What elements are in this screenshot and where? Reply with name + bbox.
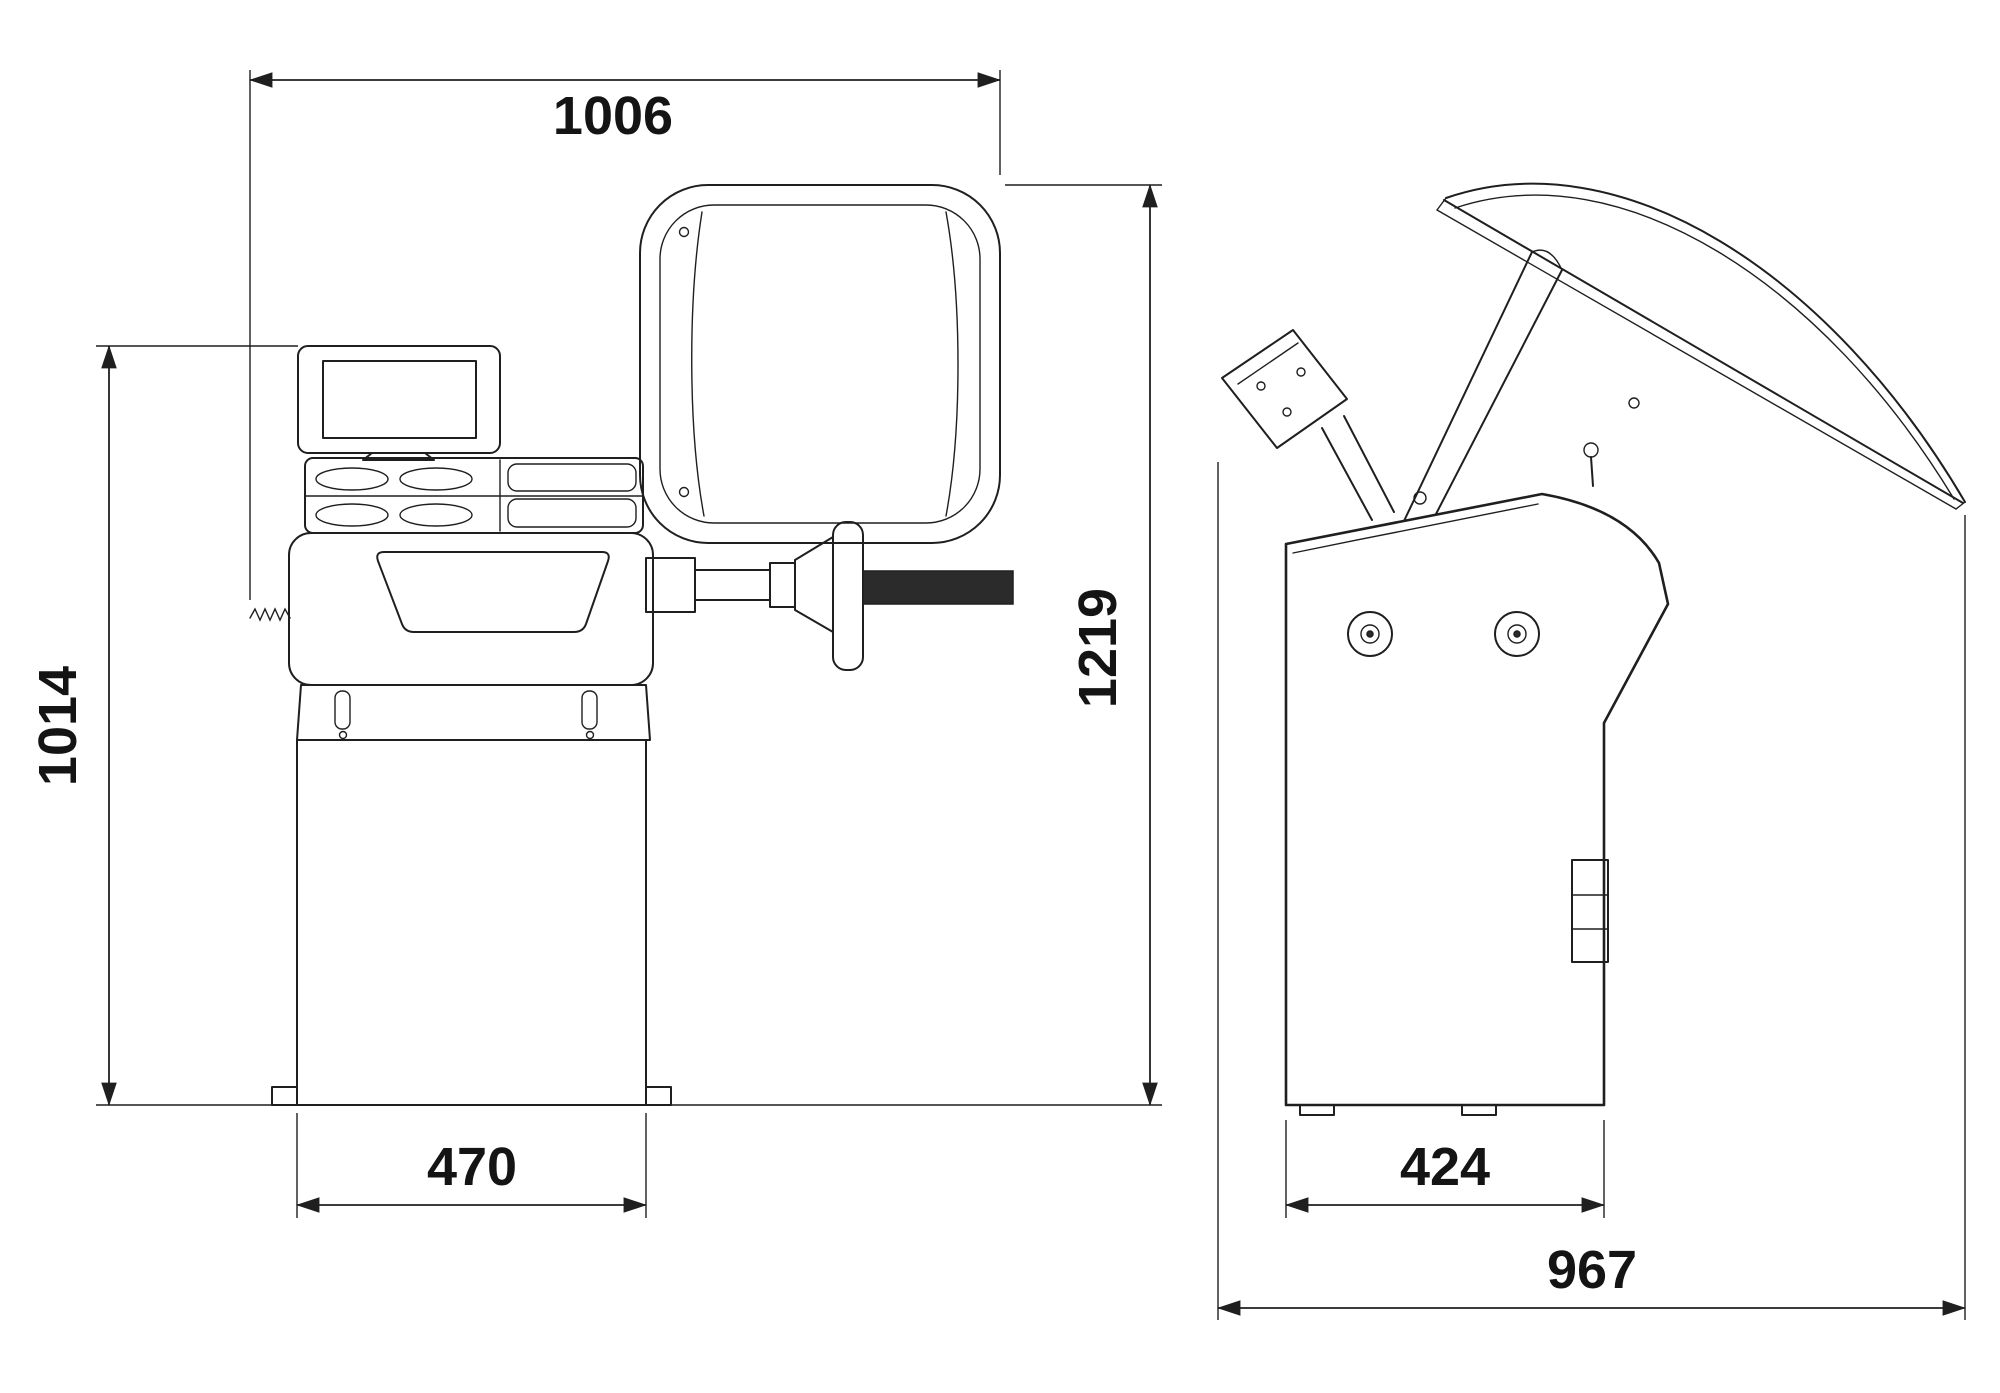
- display-screw-icon: [1256, 381, 1266, 391]
- hood-rim-outer: [1443, 199, 1964, 504]
- pedal-spring: [249, 607, 291, 622]
- dimension-value: 1219: [1068, 588, 1128, 708]
- display-arm-edge: [1321, 427, 1373, 521]
- side-knob-center: [1513, 630, 1521, 638]
- hood-rim-inner: [1436, 209, 1957, 510]
- hood-arm-edge: [1435, 269, 1563, 515]
- console-lever-stem: [1590, 456, 1594, 487]
- display-screw-icon: [1282, 407, 1292, 417]
- hood-arm-pivot-icon: [1413, 491, 1427, 505]
- side-knob-ring: [1507, 624, 1527, 644]
- console-seam: [1292, 503, 1539, 554]
- dim-front-overall-width: 1006: [249, 70, 1001, 600]
- side-knob: [1494, 611, 1540, 657]
- wheel-guard-curve-left: [691, 211, 705, 517]
- side-knob-center: [1366, 630, 1374, 638]
- display-screw-icon: [1296, 367, 1306, 377]
- skirt-slot-right: [581, 690, 598, 730]
- dim-front-overall-height: 1219: [660, 184, 1162, 1106]
- spindle-sleeve: [769, 562, 796, 608]
- hood-pivot-hole-icon: [1628, 397, 1640, 409]
- dimension-value: 470: [427, 1137, 517, 1197]
- body-skirt: [296, 684, 651, 741]
- weight-cup: [399, 503, 473, 527]
- weight-tray-right-top: [507, 463, 637, 492]
- side-knob: [1347, 611, 1393, 657]
- hood-arm-edge: [1403, 251, 1533, 522]
- dimension-value: 1014: [28, 666, 88, 786]
- weight-cup: [315, 467, 389, 491]
- display-arm-edge: [1343, 415, 1395, 513]
- balancer-body: [288, 532, 654, 686]
- display-housing: [297, 345, 501, 454]
- spindle-cone: [794, 536, 834, 633]
- hood-shell-outer: [1445, 182, 1966, 503]
- dim-front-base-width: 470: [296, 1113, 647, 1218]
- foot-left: [271, 1086, 298, 1106]
- display-screen: [322, 360, 477, 439]
- wheel-guard-inner: [659, 204, 981, 524]
- threaded-shaft: [862, 570, 1014, 605]
- spindle-shaft: [694, 569, 771, 601]
- skirt-bolt-icon: [338, 730, 348, 740]
- console-lever-knob: [1583, 442, 1599, 458]
- side-display-edge: [1237, 342, 1299, 385]
- hood-tip-left: [1436, 197, 1447, 211]
- wheel-guard-screw-bottom-icon: [678, 486, 690, 498]
- side-knob-ring: [1360, 624, 1380, 644]
- skirt-bolt-icon: [585, 730, 595, 740]
- spindle-flange: [832, 521, 864, 671]
- service-door: [1571, 859, 1609, 963]
- side-view: [1221, 182, 1966, 1116]
- hood-tip-right: [1955, 501, 1966, 510]
- wheel-guard-outer: [639, 184, 1001, 544]
- dimension-value: 1006: [553, 86, 673, 146]
- foot-right: [645, 1086, 672, 1106]
- side-display-panel: [1221, 329, 1348, 449]
- side-foot: [1299, 1104, 1335, 1116]
- pedestal: [296, 739, 647, 1106]
- dimension-annotations: 1006 1014 1219 470 424: [28, 70, 1966, 1320]
- dim-side-overall-depth: 967: [1217, 462, 1966, 1320]
- side-cabinet: [1284, 492, 1670, 1107]
- hood-shell-inner: [1454, 194, 1955, 500]
- wheel-guard-curve-right: [945, 211, 959, 517]
- front-view: [249, 184, 1014, 1106]
- skirt-slot-left: [334, 690, 351, 730]
- weight-tray-right-bottom: [507, 498, 637, 528]
- dimension-value: 424: [1400, 1137, 1490, 1197]
- hood-arm-cap: [1531, 249, 1563, 271]
- body-pocket: [376, 551, 610, 633]
- weight-cup: [399, 467, 473, 491]
- dim-side-base-depth: 424: [1285, 1120, 1605, 1218]
- side-foot: [1461, 1104, 1497, 1116]
- dimension-value: 967: [1547, 1240, 1637, 1300]
- weight-cup: [315, 503, 389, 527]
- wheel-guard-screw-top-icon: [678, 226, 690, 238]
- dim-front-body-height: 1014: [28, 345, 298, 1106]
